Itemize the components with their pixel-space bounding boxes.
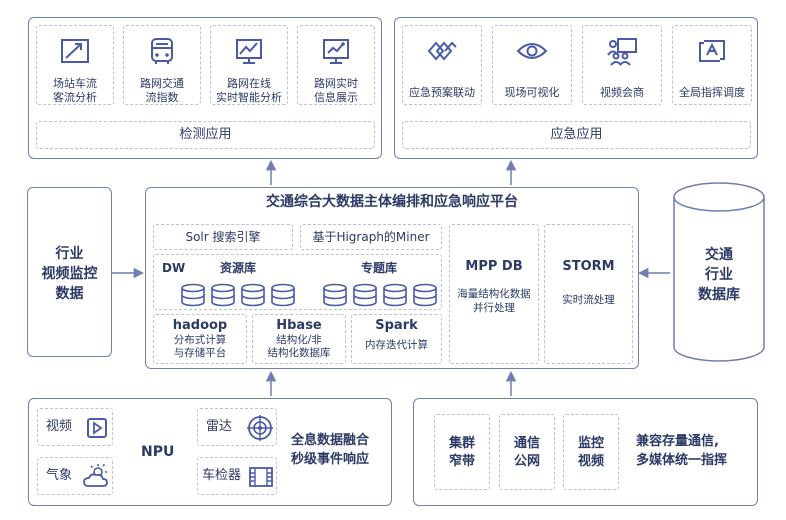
platform-title: 交通综合大数据主体编排和应急响应平台 (266, 194, 518, 210)
cylinder-icon (673, 182, 765, 362)
comm-item: 集群 窄带 (434, 414, 490, 490)
spark-box: Spark 内存迭代计算 (351, 314, 442, 364)
left-source-label: 行业 视频监控 数据 (41, 246, 98, 302)
npu-label: NPU (141, 444, 175, 460)
monitor-chart-icon (320, 35, 352, 71)
bus-icon (146, 35, 178, 71)
left-source-box: 行业 视频监控 数据 (27, 187, 112, 357)
line-chart-icon (233, 35, 265, 71)
emergency-item: 全局指挥调度 (672, 25, 752, 105)
platform-panel: 交通综合大数据主体编排和应急响应平台 Solr 搜索引擎 基于Higraph的M… (145, 187, 639, 369)
right-source-database: 交通 行业 数据库 (672, 181, 766, 363)
fusion-panel: 视频 气象 NPU 雷达 车检器 全息数据融合 秒级事件响应 (28, 398, 392, 506)
detection-item: 场站车流 客流分析 (36, 25, 114, 105)
database-icon (323, 283, 347, 307)
comm-item: 通信 公网 (499, 414, 555, 490)
weather-source: 气象 (37, 457, 113, 495)
topic-lib-label: 专题库 (361, 261, 398, 275)
detection-panel: 场站车流 客流分析 路网交通 流指数 路网在线 实时智能分析 路网实时 信息展示… (28, 17, 382, 159)
film-strip-icon (249, 467, 273, 487)
chart-arrow-icon (59, 35, 91, 71)
diamond-chain-icon (425, 35, 459, 71)
database-icon (383, 283, 407, 307)
topic-db-icons (322, 283, 442, 307)
detection-title-bar: 检测应用 (36, 121, 375, 149)
meeting-icon (605, 35, 639, 71)
video-source: 视频 (37, 408, 113, 446)
dw-label: DW (162, 261, 186, 275)
hadoop-box: hadoop 分布式计算 与存储平台 (153, 314, 247, 364)
communication-caption: 兼容存量通信, 多媒体统一指挥 (636, 434, 728, 468)
command-icon (695, 35, 729, 71)
database-icon (413, 283, 437, 307)
hbase-box: Hbase 结构化/非 结构化数据库 (252, 314, 346, 364)
database-icon (181, 283, 205, 307)
detection-item: 路网实时 信息展示 (297, 25, 375, 105)
database-icon (271, 283, 295, 307)
detection-item: 路网在线 实时智能分析 (210, 25, 288, 105)
detection-title: 检测应用 (179, 127, 232, 142)
radar-icon (247, 415, 273, 441)
comm-item: 监控 视频 (563, 414, 619, 490)
database-icon (241, 283, 265, 307)
eye-icon (515, 35, 549, 71)
higraph-box: 基于Higraph的Miner (300, 224, 442, 250)
database-icon (353, 283, 377, 307)
resource-lib-label: 资源库 (220, 261, 257, 275)
emergency-item: 现场可视化 (492, 25, 572, 105)
detector-source: 车检器 (197, 457, 277, 495)
mpp-box: MPP DB 海量结构化数据 并行处理 (449, 224, 539, 364)
emergency-item: 应急预案联动 (402, 25, 482, 105)
resource-db-icons (180, 283, 300, 307)
solr-box: Solr 搜索引擎 (153, 224, 293, 250)
emergency-title-bar: 应急应用 (402, 121, 751, 149)
right-source-label: 交通 行业 数据库 (698, 247, 740, 303)
emergency-title: 应急应用 (550, 127, 603, 142)
storm-box: STORM 实时流处理 (544, 224, 633, 364)
cloud-sun-icon (83, 463, 108, 487)
emergency-panel: 应急预案联动 现场可视化 视频会商 全局指挥调度 应急应用 (394, 17, 758, 159)
emergency-item: 视频会商 (582, 25, 662, 105)
database-icon (211, 283, 235, 307)
radar-source: 雷达 (197, 408, 277, 446)
communication-panel: 集群 窄带 通信 公网 监控 视频 兼容存量通信, 多媒体统一指挥 (413, 398, 758, 506)
dw-box: DW 资源库 专题库 (153, 254, 442, 310)
play-icon (87, 418, 107, 438)
fusion-caption: 全息数据融合 秒级事件响应 (291, 433, 370, 467)
detection-item: 路网交通 流指数 (123, 25, 201, 105)
